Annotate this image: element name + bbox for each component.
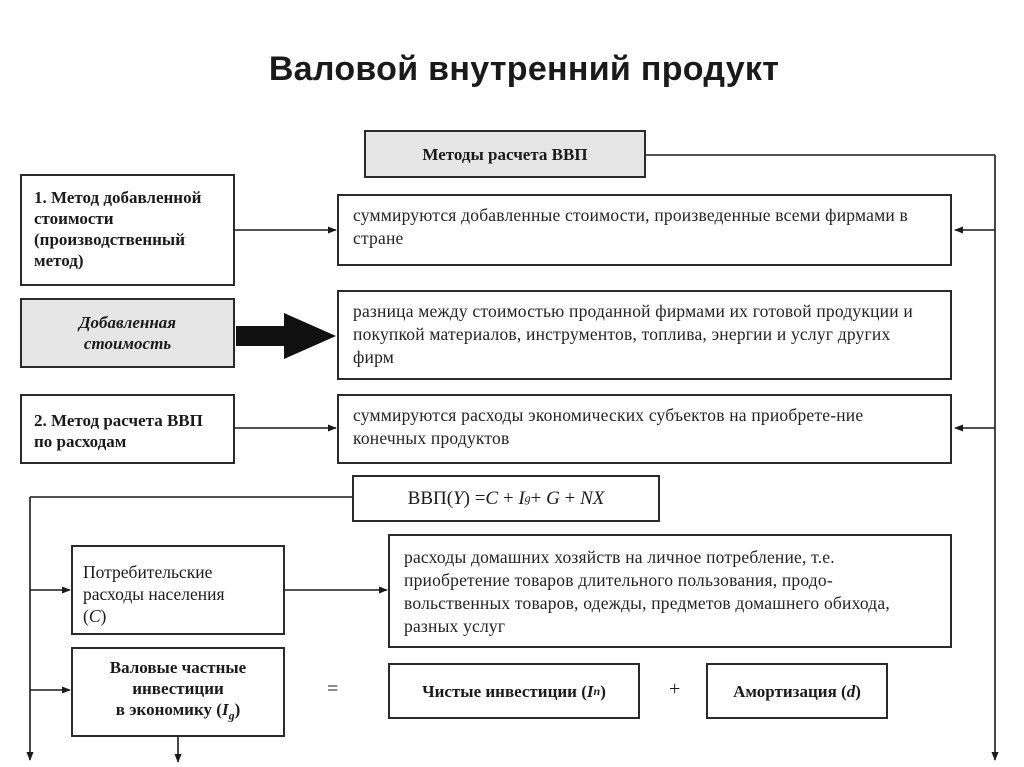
consumption-box: Потребительские расходы населения (C) (71, 545, 285, 635)
page-title: Валовой внутренний продукт (268, 50, 780, 88)
formula-i: I (518, 488, 525, 509)
net-investment-close: ) (600, 681, 606, 701)
consumption-label-line1: Потребительские (83, 562, 213, 582)
consumption-close-paren: ) (100, 606, 107, 626)
consumption-symbol: C (88, 606, 101, 626)
depreciation-box: Амортизация (d) (706, 663, 888, 719)
method1-label: 1. Метод добавленной стоимости (производ… (34, 188, 202, 270)
formula-nx: NX (580, 488, 605, 509)
formula-plus2: + (530, 488, 547, 509)
net-investment-label: Чистые инвестиции ( (422, 681, 587, 701)
formula-lhs: ВВП( (407, 488, 454, 509)
investment-sub: g (228, 708, 235, 723)
formula-y: Y (453, 488, 464, 509)
depreciation-symbol: d (846, 681, 856, 701)
formula-plus3: + (559, 488, 581, 509)
method2-box: 2. Метод расчета ВВП по расходам (20, 394, 235, 464)
investment-line3: в экономику ( (115, 700, 222, 720)
consumption-label-line2: расходы населения (83, 584, 225, 604)
depreciation-close: ) (855, 681, 861, 701)
consumption-description-box: расходы домашних хозяйств на личное потр… (388, 534, 952, 648)
investment-box: Валовые частные инвестиции в экономику (… (71, 647, 285, 737)
formula-plus1: + (498, 488, 519, 509)
method1-description: суммируются добавленные стоимости, произ… (353, 205, 908, 248)
methods-header-label: Методы расчета ВВП (422, 144, 588, 164)
added-value-box: Добавленная стоимость (20, 298, 235, 368)
plus-sign: + (669, 678, 681, 700)
investment-symbol: I (221, 700, 229, 720)
depreciation-label: Амортизация ( (733, 681, 847, 701)
consumption-open-paren: ( (83, 606, 89, 626)
formula-mid: ) = (463, 488, 486, 509)
method1-box: 1. Метод добавленной стоимости (производ… (20, 174, 235, 286)
formula-c: C (485, 488, 499, 509)
bold-arrow (236, 313, 336, 359)
equals-sign: = (327, 678, 339, 700)
method1-description-box: суммируются добавленные стоимости, произ… (337, 194, 952, 266)
investment-close: ) (234, 700, 241, 720)
net-investment-symbol: I (586, 681, 594, 701)
formula-g: G (546, 488, 560, 509)
methods-header: Методы расчета ВВП (364, 130, 646, 178)
method2-description-box: суммируются расходы экономических субъек… (337, 394, 952, 464)
formula-i-sub: g (524, 491, 531, 505)
method2-description: суммируются расходы экономических субъек… (353, 405, 864, 448)
method2-label: 2. Метод расчета ВВП по расходам (34, 411, 203, 451)
consumption-description: расходы домашних хозяйств на личное потр… (404, 547, 890, 636)
investment-line1: Валовые частные (109, 658, 247, 678)
net-investment-sub: n (593, 683, 601, 698)
consumption-symbol-line: (C) (83, 605, 273, 627)
investment-line2: инвестиции (132, 679, 224, 699)
investment-line3-wrap: в экономику (Ig) (116, 699, 240, 726)
added-value-description: разница между стоимостью проданной фирма… (353, 301, 913, 367)
added-value-label: Добавленная стоимость (78, 313, 177, 353)
added-value-description-box: разница между стоимостью проданной фирма… (337, 290, 952, 380)
